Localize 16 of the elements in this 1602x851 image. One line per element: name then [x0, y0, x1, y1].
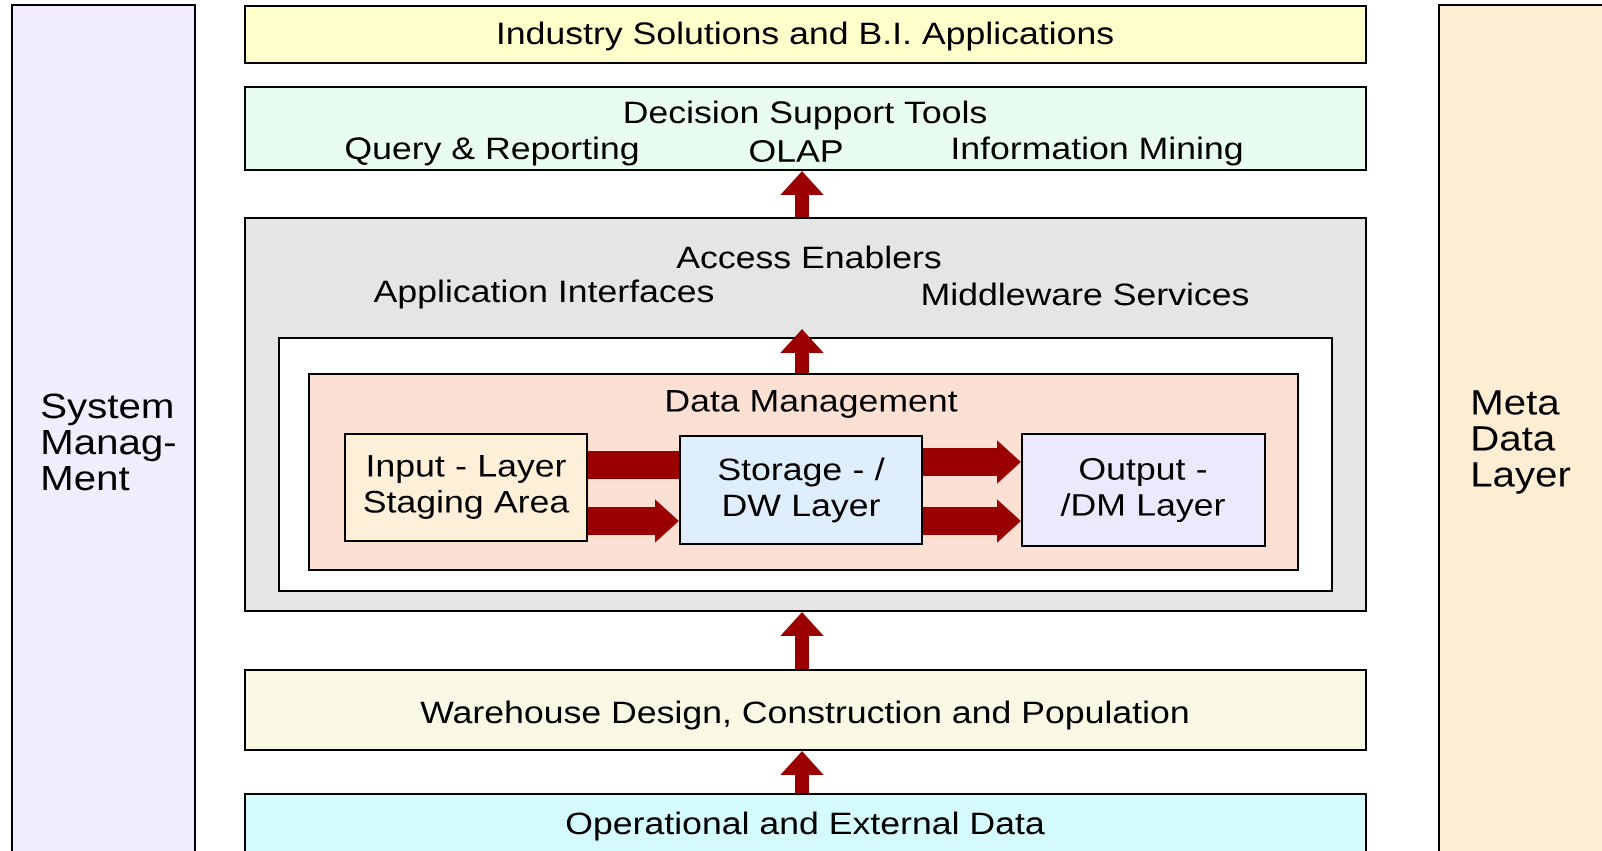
box-label: Application Interfaces — [373, 279, 714, 309]
box-label: Industry Solutions and B.I. Applications — [499, 21, 1113, 51]
box-label: Decision Support Tools — [625, 100, 986, 130]
box-label: Query & Reporting — [346, 136, 638, 166]
box-label: Meta Data Layer — [1473, 390, 1571, 494]
box-label: Operational and External Data — [566, 811, 1045, 841]
box-label: OLAP — [750, 140, 842, 162]
box-label: System Manag- Ment — [42, 393, 175, 491]
box-label: Data Management — [667, 390, 958, 418]
box-label: Middleware Services — [923, 282, 1249, 306]
box-label: Information Mining — [953, 136, 1242, 166]
box-label: Storage - / DW Layer — [719, 457, 885, 523]
box-label: Output - /DM Layer — [1060, 457, 1225, 523]
box-label: Input - Layer Staging Area — [364, 455, 570, 519]
box-label: Warehouse Design, Construction and Population — [420, 700, 1188, 730]
box-label: Access Enablers — [676, 245, 941, 269]
